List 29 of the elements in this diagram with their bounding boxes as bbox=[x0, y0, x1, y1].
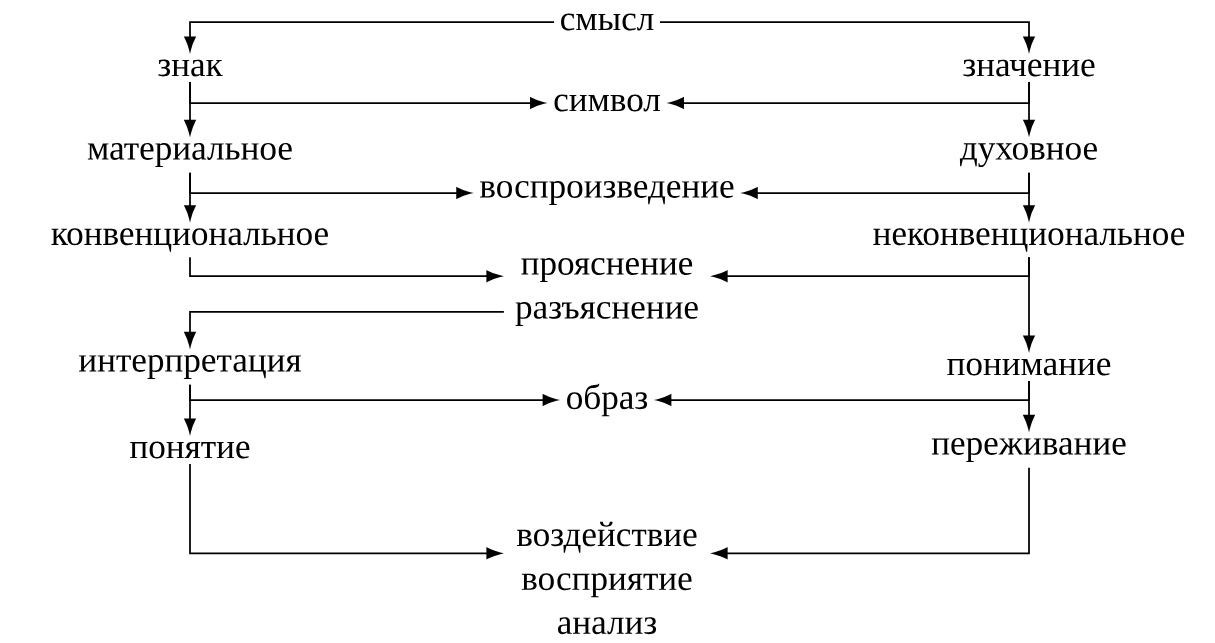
arrow bbox=[713, 466, 1030, 559]
concept-label: воспроизведение bbox=[480, 181, 734, 205]
arrow bbox=[659, 21, 1035, 51]
concept-label: образ bbox=[567, 383, 648, 417]
concept-label: неконвенциональное bbox=[873, 228, 1185, 252]
concept-label: значение bbox=[963, 59, 1095, 77]
arrow bbox=[1023, 256, 1035, 350]
concept-label: воздействие восприятие анализ bbox=[516, 521, 697, 635]
concept-label: понятие bbox=[130, 441, 250, 459]
arrow bbox=[184, 21, 555, 51]
concept-label: переживание bbox=[931, 438, 1126, 462]
arrow bbox=[1023, 171, 1035, 220]
concept-label: материальное bbox=[87, 143, 292, 167]
arrow bbox=[1023, 81, 1035, 135]
arrow bbox=[184, 383, 196, 433]
concept-label: прояснение разъяснение bbox=[515, 258, 698, 326]
concept-label: смысл bbox=[561, 13, 654, 31]
concept-label: понимание bbox=[947, 358, 1111, 376]
arrow bbox=[189, 256, 501, 282]
arrow bbox=[1023, 380, 1035, 430]
concept-label: символ bbox=[554, 94, 660, 112]
concept-label: знак bbox=[158, 59, 223, 77]
arrow bbox=[184, 81, 196, 135]
concept-label: конвенциональное bbox=[51, 228, 328, 252]
concept-label: интерпретация bbox=[79, 355, 301, 379]
arrow bbox=[189, 463, 501, 559]
arrow bbox=[184, 171, 196, 220]
arrow bbox=[184, 310, 505, 347]
concept-label: духовное bbox=[959, 142, 1097, 168]
